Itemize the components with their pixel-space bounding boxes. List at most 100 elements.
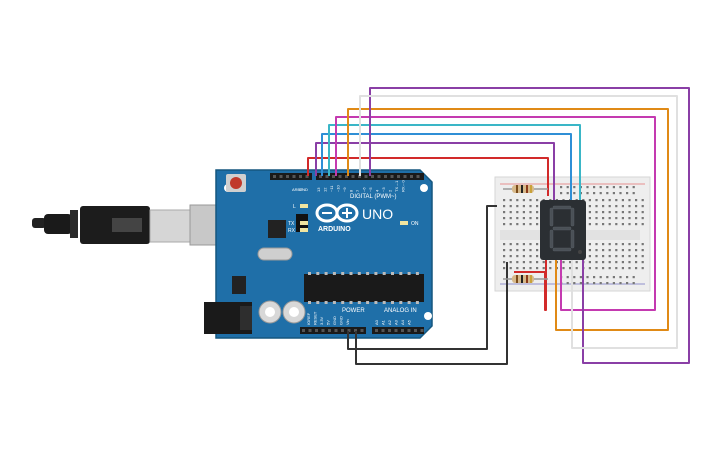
breadboard-hole[interactable] bbox=[612, 276, 615, 279]
breadboard-hole[interactable] bbox=[621, 267, 624, 270]
header-pin[interactable] bbox=[338, 175, 342, 178]
header-pin[interactable] bbox=[299, 175, 302, 178]
breadboard-hole[interactable] bbox=[635, 205, 638, 208]
header-pin[interactable] bbox=[321, 329, 325, 332]
header-pin[interactable] bbox=[347, 329, 351, 332]
breadboard-hole[interactable] bbox=[522, 243, 525, 246]
header-pin[interactable] bbox=[354, 329, 357, 332]
breadboard-hole[interactable] bbox=[529, 199, 532, 202]
breadboard-hole[interactable] bbox=[509, 205, 512, 208]
breadboard-hole[interactable] bbox=[516, 261, 519, 264]
header-pin[interactable] bbox=[416, 175, 420, 178]
breadboard-hole[interactable] bbox=[516, 199, 519, 202]
reset-button-icon[interactable] bbox=[226, 174, 246, 192]
breadboard-hole[interactable] bbox=[612, 186, 615, 189]
header-pin[interactable] bbox=[364, 175, 368, 178]
breadboard-hole[interactable] bbox=[549, 261, 552, 264]
breadboard-hole[interactable] bbox=[536, 211, 539, 214]
breadboard-hole[interactable] bbox=[575, 261, 578, 264]
header-pin[interactable] bbox=[414, 329, 417, 332]
resistor-icon[interactable] bbox=[503, 185, 548, 193]
breadboard-hole[interactable] bbox=[595, 199, 598, 202]
breadboard-hole[interactable] bbox=[628, 243, 631, 246]
breadboard-hole[interactable] bbox=[509, 255, 512, 258]
breadboard-hole[interactable] bbox=[641, 223, 644, 226]
breadboard-hole[interactable] bbox=[536, 255, 539, 258]
breadboard-hole[interactable] bbox=[608, 223, 611, 226]
breadboard-hole[interactable] bbox=[628, 217, 631, 220]
breadboard-hole[interactable] bbox=[626, 282, 629, 285]
breadboard-hole[interactable] bbox=[608, 267, 611, 270]
breadboard-hole[interactable] bbox=[516, 243, 519, 246]
breadboard-hole[interactable] bbox=[562, 267, 565, 270]
breadboard-hole[interactable] bbox=[529, 255, 532, 258]
breadboard-hole[interactable] bbox=[588, 243, 591, 246]
header-pin[interactable] bbox=[401, 329, 404, 332]
breadboard-hole[interactable] bbox=[522, 255, 525, 258]
breadboard-hole[interactable] bbox=[615, 205, 618, 208]
header-pin[interactable] bbox=[305, 175, 309, 178]
breadboard-hole[interactable] bbox=[619, 276, 622, 279]
usb-cable-icon[interactable] bbox=[32, 204, 247, 246]
breadboard-hole[interactable] bbox=[641, 217, 644, 220]
header-pin[interactable] bbox=[292, 175, 296, 178]
breadboard-hole[interactable] bbox=[588, 223, 591, 226]
header-pin[interactable] bbox=[332, 175, 335, 178]
breadboard-hole[interactable] bbox=[588, 217, 591, 220]
breadboard-hole[interactable] bbox=[615, 267, 618, 270]
breadboard-hole[interactable] bbox=[536, 217, 539, 220]
breadboard-hole[interactable] bbox=[602, 217, 605, 220]
breadboard-hole[interactable] bbox=[606, 276, 609, 279]
header-pin[interactable] bbox=[384, 175, 387, 178]
breadboard-hole[interactable] bbox=[529, 223, 532, 226]
breadboard-hole[interactable] bbox=[602, 243, 605, 246]
breadboard-hole[interactable] bbox=[588, 249, 591, 252]
breadboard-hole[interactable] bbox=[599, 282, 602, 285]
breadboard-hole[interactable] bbox=[621, 205, 624, 208]
breadboard-hole[interactable] bbox=[593, 186, 596, 189]
breadboard-hole[interactable] bbox=[529, 243, 532, 246]
breadboard-hole[interactable] bbox=[588, 211, 591, 214]
wire-black-1[interactable] bbox=[347, 205, 497, 350]
breadboard-hole[interactable] bbox=[503, 255, 506, 258]
breadboard-hole[interactable] bbox=[632, 192, 635, 195]
breadboard-hole[interactable] bbox=[595, 217, 598, 220]
breadboard-hole[interactable] bbox=[615, 261, 618, 264]
breadboard-hole[interactable] bbox=[595, 243, 598, 246]
breadboard-hole[interactable] bbox=[588, 267, 591, 270]
header-pin[interactable] bbox=[286, 175, 289, 178]
breadboard-hole[interactable] bbox=[628, 249, 631, 252]
breadboard-hole[interactable] bbox=[635, 199, 638, 202]
breadboard-hole[interactable] bbox=[621, 199, 624, 202]
breadboard-hole[interactable] bbox=[549, 267, 552, 270]
breadboard-hole[interactable] bbox=[608, 217, 611, 220]
header-pin[interactable] bbox=[360, 329, 364, 332]
breadboard-hole[interactable] bbox=[635, 217, 638, 220]
breadboard-hole[interactable] bbox=[516, 267, 519, 270]
header-pin[interactable] bbox=[388, 329, 391, 332]
wire-orange[interactable] bbox=[347, 108, 669, 331]
header-pin[interactable] bbox=[375, 329, 378, 332]
breadboard-hole[interactable] bbox=[593, 276, 596, 279]
breadboard-hole[interactable] bbox=[566, 186, 569, 189]
breadboard-hole[interactable] bbox=[509, 199, 512, 202]
breadboard-hole[interactable] bbox=[621, 249, 624, 252]
breadboard-hole[interactable] bbox=[615, 217, 618, 220]
breadboard-hole[interactable] bbox=[593, 282, 596, 285]
breadboard-hole[interactable] bbox=[560, 192, 563, 195]
breadboard-hole[interactable] bbox=[641, 205, 644, 208]
breadboard-hole[interactable] bbox=[509, 223, 512, 226]
breadboard-hole[interactable] bbox=[509, 217, 512, 220]
breadboard-hole[interactable] bbox=[509, 243, 512, 246]
breadboard-hole[interactable] bbox=[602, 223, 605, 226]
wire-magenta[interactable] bbox=[335, 116, 656, 311]
breadboard-hole[interactable] bbox=[602, 205, 605, 208]
header-pin[interactable] bbox=[341, 329, 344, 332]
breadboard-hole[interactable] bbox=[606, 186, 609, 189]
breadboard-hole[interactable] bbox=[586, 282, 589, 285]
breadboard-hole[interactable] bbox=[608, 199, 611, 202]
breadboard-hole[interactable] bbox=[602, 261, 605, 264]
breadboard-hole[interactable] bbox=[516, 205, 519, 208]
seven-segment-display-icon[interactable] bbox=[540, 200, 586, 260]
breadboard-hole[interactable] bbox=[612, 192, 615, 195]
